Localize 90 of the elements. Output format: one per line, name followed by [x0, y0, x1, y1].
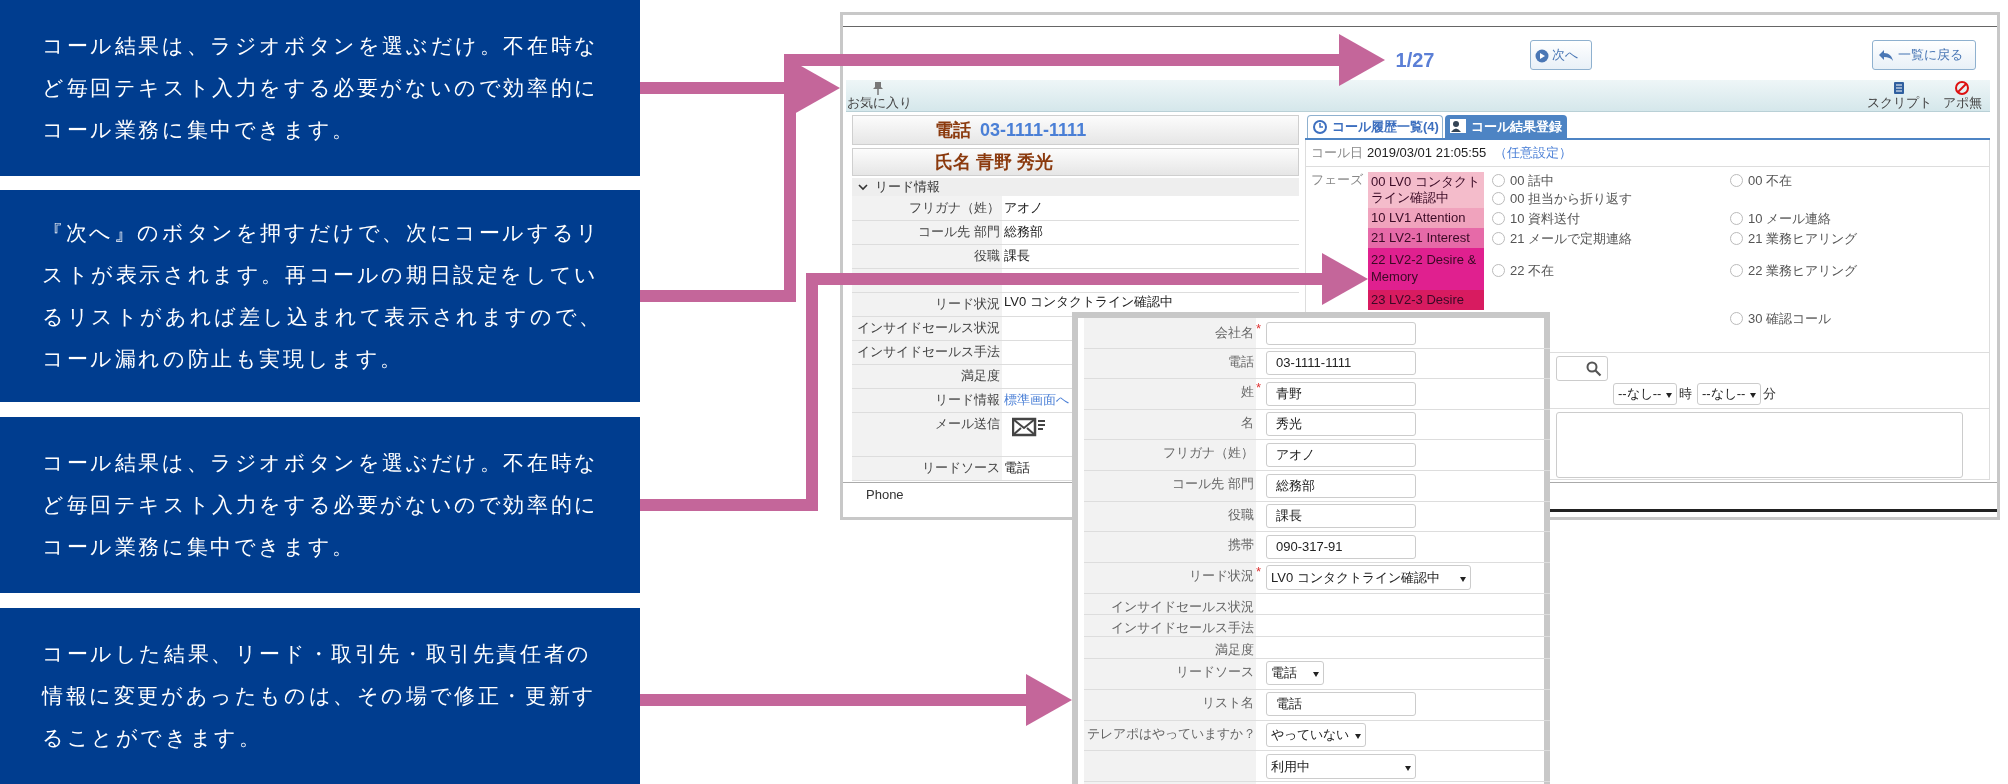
- field-label: 役職: [1227, 506, 1254, 524]
- arrow: [640, 253, 1368, 511]
- field-label: フェーズ: [1310, 171, 1363, 189]
- phone-number: 03-1111-1111: [980, 119, 1088, 142]
- phase-option: 23 LV2-3 Desire: [1368, 290, 1484, 310]
- input-field: 青野: [1266, 382, 1416, 406]
- field-label: 名: [1240, 414, 1254, 432]
- page-counter: 1/27: [1385, 45, 1445, 75]
- field-label: リードソース: [921, 459, 1000, 477]
- input-field: 総務部: [1266, 474, 1416, 498]
- field-label: 会社名: [1214, 324, 1254, 342]
- radio-option: 30 確認コール: [1730, 310, 1900, 327]
- field-label: メール送信: [934, 415, 1000, 433]
- text: 時: [1679, 385, 1693, 403]
- radio-option: 10 資料送付: [1492, 210, 1662, 227]
- field-label: 満足度: [1214, 641, 1254, 658]
- required-mark: *: [1256, 565, 1263, 579]
- phase-option: 10 LV1 Attention: [1368, 208, 1484, 228]
- section-heading: リード情報: [875, 178, 941, 196]
- title-text: 氏名 青野 秀光: [935, 151, 1054, 174]
- tab: コール結果登録: [1445, 115, 1567, 138]
- field-label: リードソース: [1175, 663, 1254, 681]
- info-panel: コールした結果、リード・取引先・取引先責任者の情報に変更があったものは、その場で修正・更新することができます。: [0, 608, 640, 784]
- phase-option: 00 LV0 コンタクトライン確認中: [1368, 172, 1484, 208]
- dropdown: 電話: [1266, 661, 1324, 685]
- info-panel: 『次へ』のボタンを押すだけで、次にコールするリストが表示されます。再コールの期日設定をしているリストがあれば差し込まれて表示されますので、コール漏れの防止も実現します。: [0, 190, 640, 402]
- radio-option: 21 業務ヒアリング: [1730, 230, 1900, 247]
- required-mark: *: [1256, 381, 1263, 395]
- field-label: フリガナ（姓）: [1162, 444, 1254, 462]
- field-label: テレアポはやっていますか？: [1086, 725, 1256, 743]
- field-value: 電話: [1004, 459, 1031, 477]
- field-value: 課長: [1004, 247, 1031, 265]
- field-label: リード状況: [934, 295, 1000, 313]
- edit-form-popup: [1072, 312, 1550, 784]
- input-field: アオノ: [1266, 443, 1416, 467]
- radio-option: 22 業務ヒアリング: [1730, 262, 1900, 279]
- dropdown: やっていない: [1266, 723, 1366, 747]
- field-value: 2019/03/01 21:05:55: [1367, 144, 1488, 162]
- field-label: コール日: [1310, 144, 1363, 162]
- field-label: 姓: [1240, 383, 1254, 401]
- field-label: インサイドセールス手法: [856, 343, 1000, 361]
- link: 標準画面へ: [1004, 391, 1070, 409]
- radio-option: 00 担当から折り返す: [1492, 190, 1662, 207]
- field-value: 総務部: [1004, 223, 1044, 241]
- arrow: [640, 34, 1385, 302]
- required-mark: *: [1256, 322, 1263, 336]
- arrow: [640, 674, 1072, 726]
- icon-caption: お気に入り: [846, 95, 912, 111]
- input-field: 電話: [1266, 692, 1416, 716]
- field-label: コール先 部門: [1171, 475, 1254, 493]
- info-panel: コール結果は、ラジオボタンを選ぶだけ。不在時など毎回テキスト入力をする必要がないので効率的にコール業務に集中できます。: [0, 0, 640, 176]
- next-button: 次へ: [1530, 40, 1592, 70]
- icon-caption: スクリプト: [1866, 95, 1932, 111]
- icon-caption: アポ無: [1941, 95, 1983, 111]
- radio-option: 00 話中: [1492, 172, 1662, 189]
- input-field: 03-1111-1111: [1266, 351, 1416, 375]
- info-panel: コール結果は、ラジオボタンを選ぶだけ。不在時など毎回テキスト入力をする必要がないので効率的にコール業務に集中できます。: [0, 417, 640, 593]
- field-label: 満足度: [960, 367, 1000, 385]
- dropdown: --なし--: [1697, 383, 1761, 405]
- field-label: インサイドセールス状況: [856, 319, 1000, 337]
- tab: コール履歴一覧(4): [1307, 115, 1443, 138]
- phase-option: 22 LV2-2 Desire & Memory: [1368, 248, 1484, 290]
- radio-option: 22 不在: [1492, 262, 1662, 279]
- link: （任意設定）: [1494, 144, 1573, 162]
- phase-option: 21 LV2-1 Interest: [1368, 228, 1484, 248]
- title-text: 電話: [935, 119, 972, 142]
- dropdown: LV0 コンタクトライン確認中: [1266, 565, 1471, 590]
- field-label: リスト名: [1201, 694, 1254, 712]
- input-field: 課長: [1266, 504, 1416, 528]
- field-label: リード情報: [934, 391, 1000, 409]
- input-field: 秀光: [1266, 412, 1416, 436]
- radio-option: 21 メールで定期連絡: [1492, 230, 1662, 247]
- field-label: コール先 部門: [917, 223, 1000, 241]
- field-value: アオノ: [1004, 199, 1044, 217]
- back-button: 一覧に戻る: [1872, 40, 1976, 70]
- dropdown: 利用中: [1266, 754, 1416, 779]
- input-field: 090-317-91: [1266, 535, 1416, 559]
- radio-option: 00 不在: [1730, 172, 1900, 189]
- field-label: フリガナ（姓）: [908, 199, 1000, 217]
- field-label: 電話: [1227, 353, 1254, 371]
- field-label: 役職: [973, 247, 1000, 265]
- dropdown: --なし--: [1613, 383, 1677, 405]
- field-label: インサイドセールス状況: [1110, 598, 1254, 614]
- text: 分: [1763, 385, 1777, 403]
- field-value: LV0 コンタクトライン確認中: [1004, 293, 1174, 311]
- field-label: 携帯: [1227, 536, 1254, 554]
- radio-option: 10 メール連絡: [1730, 210, 1900, 227]
- field-label: リード状況: [1188, 567, 1254, 585]
- text: Phone: [866, 486, 905, 504]
- field-label: インサイドセールス手法: [1110, 619, 1254, 636]
